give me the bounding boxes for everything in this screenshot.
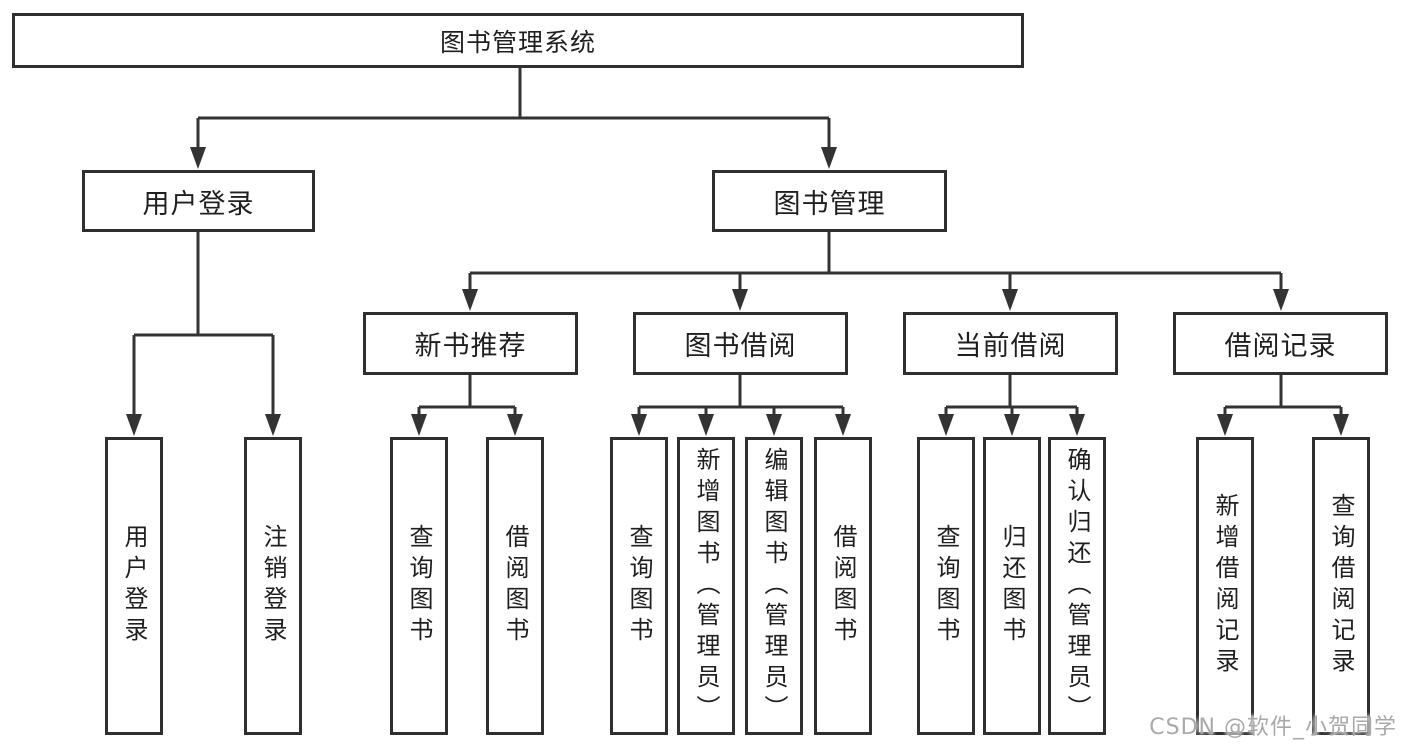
leaf-label: 借阅图书 <box>501 524 529 648</box>
node-book-borrowing: 图书借阅 <box>633 312 848 375</box>
leaf-borrow-books: 借阅图书 <box>814 437 872 735</box>
leaf-query-books-current: 查询图书 <box>917 437 975 735</box>
leaf-borrow-books-recommend: 借阅图书 <box>486 437 544 735</box>
leaf-confirm-return-admin: 确认归还（管理员） <box>1048 437 1106 735</box>
leaf-label: 借阅图书 <box>829 524 857 648</box>
leaf-return-books: 归还图书 <box>983 437 1041 735</box>
node-book-management: 图书管理 <box>712 170 947 232</box>
leaf-label: 查询借阅记录 <box>1327 493 1355 679</box>
csdn-watermark: CSDN @软件_小贺同学 <box>1149 715 1397 740</box>
leaf-user-login: 用户登录 <box>105 437 163 735</box>
leaf-query-books-recommend: 查询图书 <box>390 437 448 735</box>
leaf-label: 归还图书 <box>998 524 1026 648</box>
leaf-label: 用户登录 <box>120 524 148 648</box>
node-new-book-recommendation: 新书推荐 <box>363 312 578 375</box>
leaf-add-books-admin: 新增图书（管理员） <box>677 437 735 735</box>
leaf-label: 新增图书（管理员） <box>692 446 720 726</box>
leaf-logout: 注销登录 <box>244 437 302 735</box>
leaf-label: 查询图书 <box>625 524 653 648</box>
node-borrowing-records: 借阅记录 <box>1173 312 1388 375</box>
leaf-edit-books-admin: 编辑图书（管理员） <box>745 437 803 735</box>
leaf-label: 编辑图书（管理员） <box>760 446 788 726</box>
leaf-query-books-borrow: 查询图书 <box>610 437 668 735</box>
leaf-label: 注销登录 <box>259 524 287 648</box>
leaf-add-borrow-record: 新增借阅记录 <box>1196 437 1254 735</box>
node-library-management-system: 图书管理系统 <box>12 13 1024 68</box>
node-current-borrowing: 当前借阅 <box>903 312 1118 375</box>
leaf-label: 新增借阅记录 <box>1211 493 1239 679</box>
leaf-query-borrow-record: 查询借阅记录 <box>1312 437 1370 735</box>
leaf-label: 查询图书 <box>405 524 433 648</box>
leaf-label: 查询图书 <box>932 524 960 648</box>
leaf-label: 确认归还（管理员） <box>1063 446 1091 726</box>
node-user-login: 用户登录 <box>82 170 315 232</box>
